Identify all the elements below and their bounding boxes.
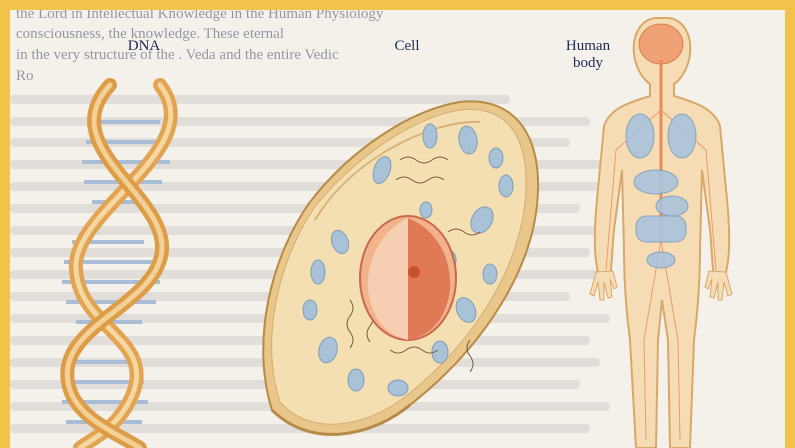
cell-illustration [263, 101, 538, 434]
human-body-illustration [590, 18, 732, 448]
human-body-label: Human body [558, 38, 618, 72]
illustration-page: the Lord in Intellectual Knowledge in th… [10, 10, 785, 448]
cell-label: Cell [377, 38, 437, 55]
illustration-artwork [10, 10, 785, 448]
dna-helix [62, 85, 171, 448]
dna-label: DNA [114, 38, 174, 55]
